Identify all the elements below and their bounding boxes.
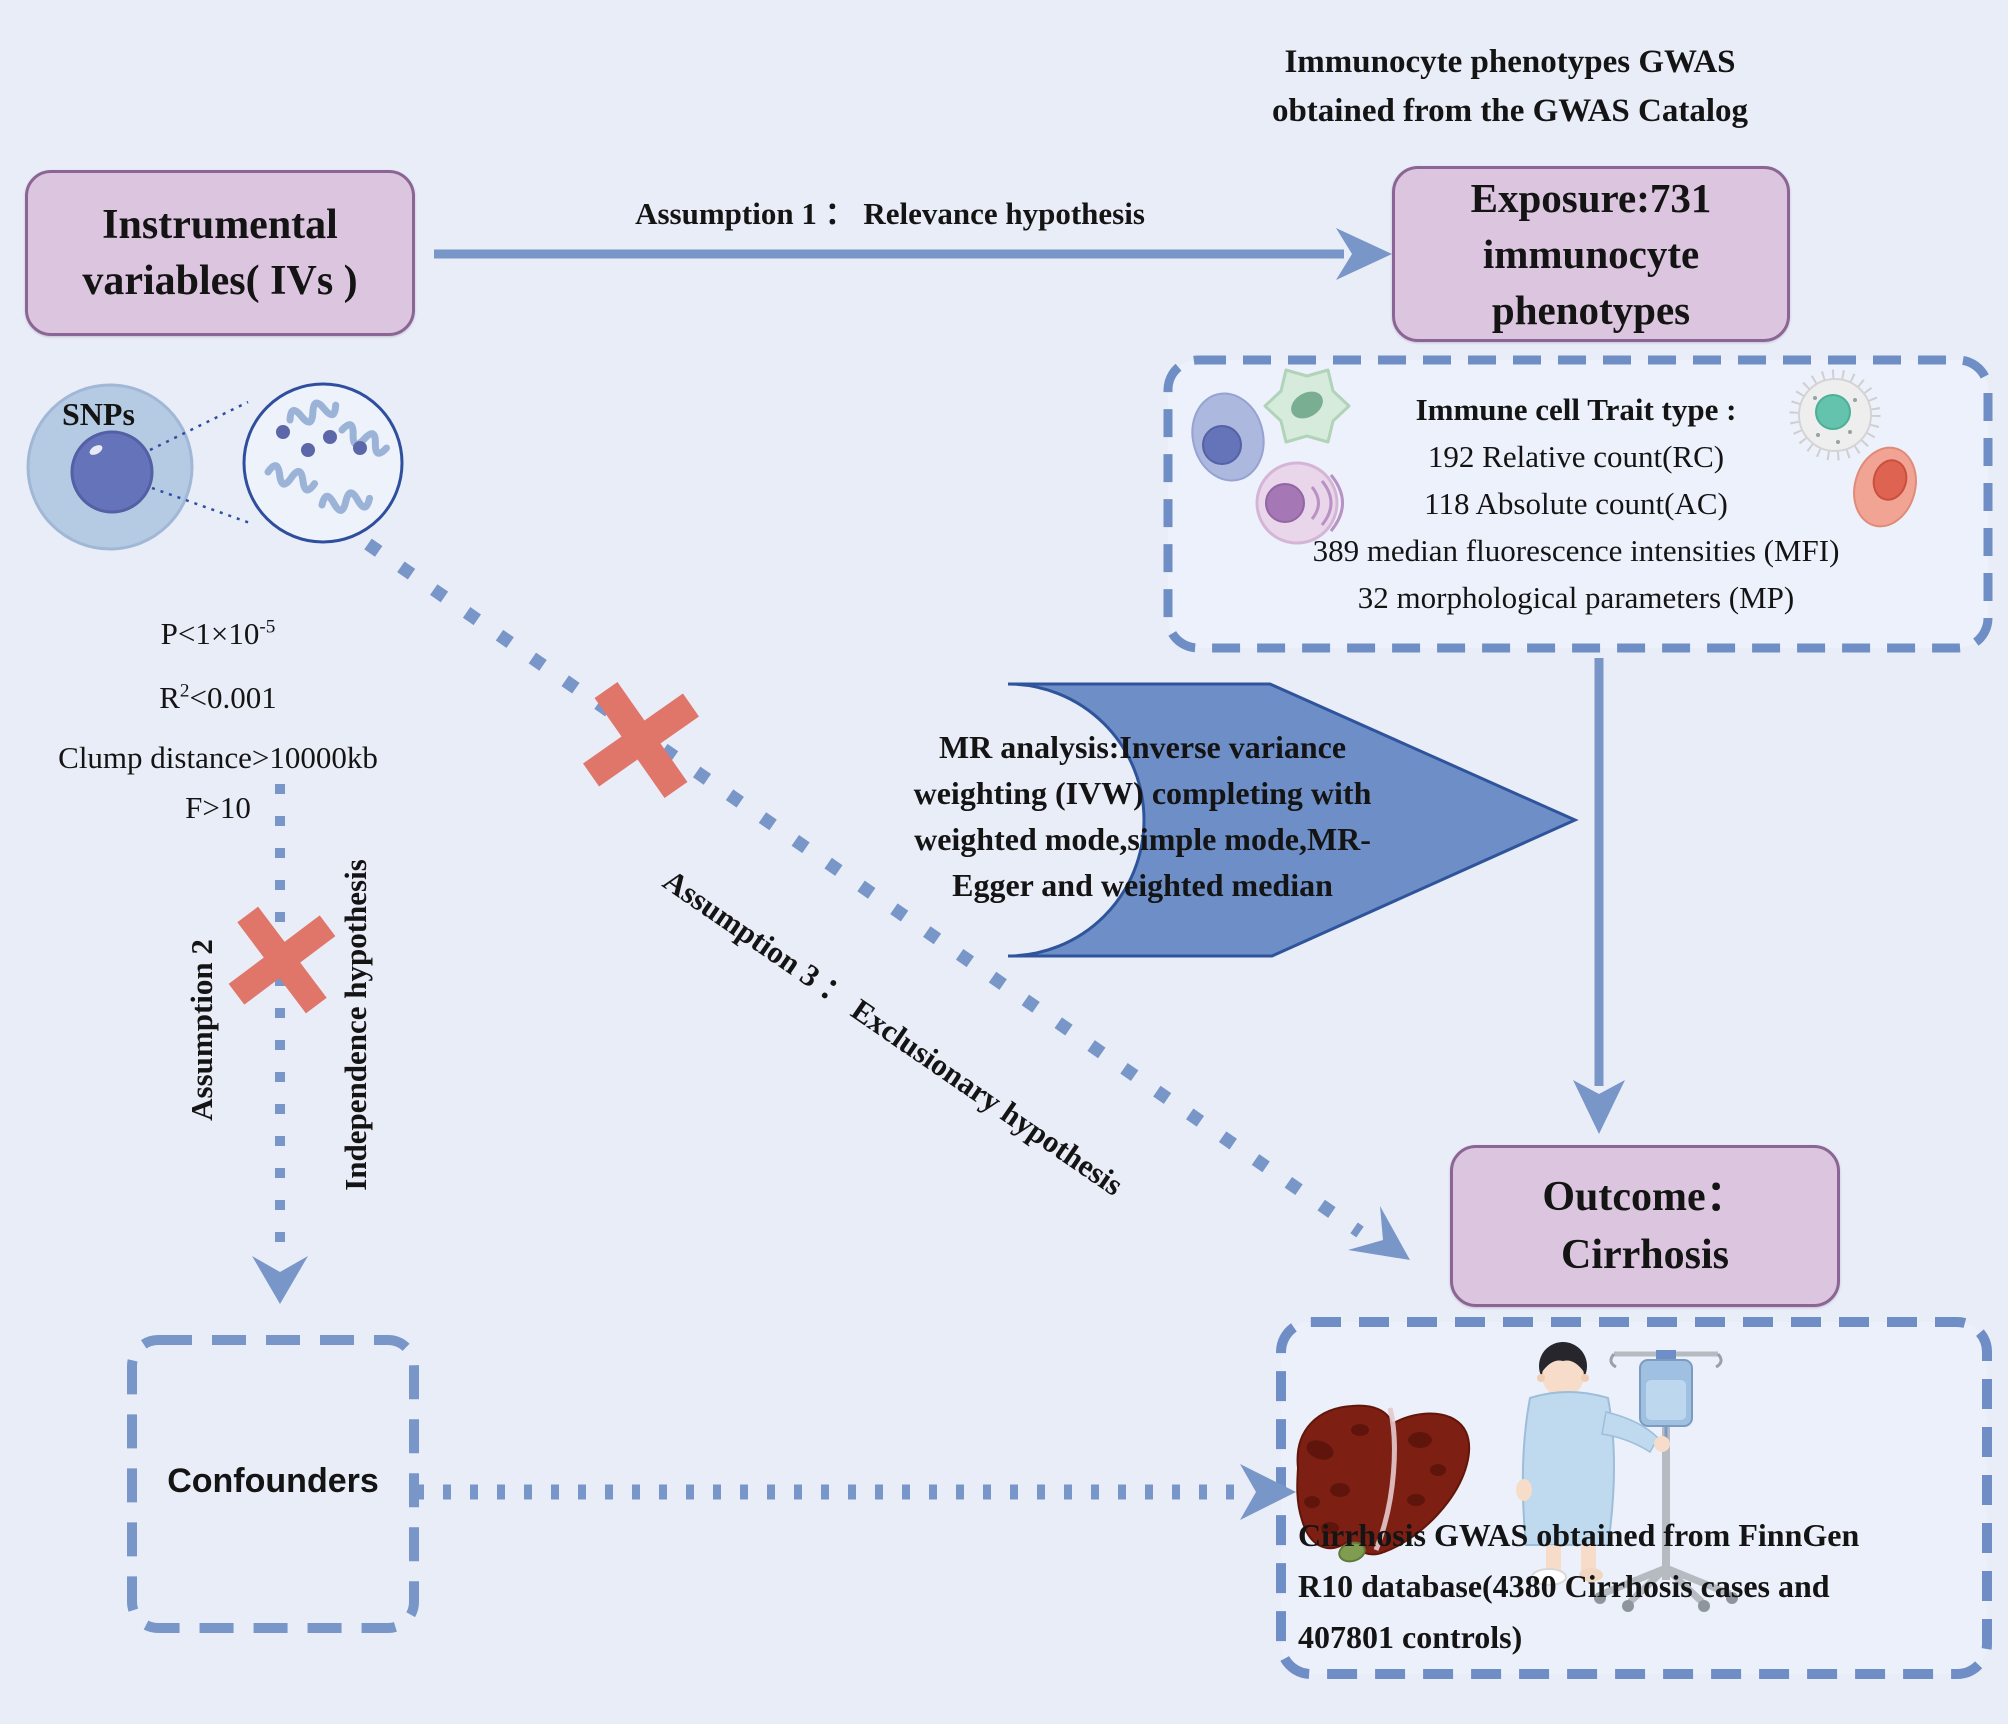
- dna-zoom-circle-icon: [149, 382, 404, 544]
- confounders-label: Confounders: [167, 1462, 379, 1500]
- exposure-box: Exposure:731 immunocyte phenotypes: [1392, 166, 1790, 342]
- trait-item-mp: 32 morphological parameters (MP): [1357, 580, 1795, 615]
- cell-violet-icon: [1255, 461, 1344, 545]
- criteria-clump: Clump distance>10000kb: [58, 740, 378, 775]
- confounder-dotted-arrow: [416, 1464, 1296, 1520]
- macrophage-green-icon: [1263, 368, 1351, 444]
- assumption2-label: Assumption 2: [184, 939, 219, 1121]
- finngen-line3: 407801 controls): [1298, 1619, 1523, 1655]
- mr-analysis-text: MR analysis:Inverse variance weighting (…: [905, 724, 1380, 908]
- criteria-r2: R2<0.001: [0, 680, 436, 716]
- independence-dotted-arrow: [252, 784, 308, 1304]
- iv-box-line2: variables( IVs ): [82, 258, 358, 304]
- outcome-box-line2: Cirrhosis: [1561, 1232, 1729, 1278]
- exclusion-cross-icon: [583, 682, 699, 798]
- criteria-r-base: R: [159, 680, 180, 715]
- lymphocyte-blue-icon: [1191, 392, 1265, 482]
- snp-cell-icon: [26, 383, 194, 551]
- finngen-dashed-box: [1276, 1317, 1992, 1679]
- independence-hypothesis-label: Independence hypothesis: [338, 859, 373, 1191]
- liver-icon: [1296, 1404, 1471, 1563]
- red-cell-icon: [1853, 446, 1917, 528]
- iv-box-line1: Instrumental: [102, 202, 338, 248]
- confounders-dashed-box: [127, 1335, 419, 1633]
- exposure-to-outcome-arrow: [1573, 658, 1625, 1134]
- relevance-arrow: [434, 228, 1392, 280]
- gwas-catalog-title-line1: Immunocyte phenotypes GWAS: [1284, 44, 1736, 80]
- trait-box-text: Immune cell Trait type : 192 Relative co…: [1172, 386, 1980, 621]
- instrumental-variables-box: Instrumental variables( IVs ): [25, 170, 415, 336]
- criteria-r-exponent: 2: [179, 680, 190, 702]
- outcome-box-line1: Outcome：: [1542, 1174, 1748, 1220]
- nk-cell-gray-icon: [1789, 369, 1881, 461]
- mr-analysis-line3: weighted mode,simple mode,MR-: [914, 821, 1371, 857]
- exposure-box-line1: Exposure:731: [1470, 175, 1712, 221]
- trait-dashed-box: [1163, 355, 1993, 653]
- independence-cross-icon: [228, 906, 336, 1014]
- mr-analysis-line1: MR analysis:Inverse variance: [938, 729, 1347, 765]
- exposure-box-line2: immunocyte: [1482, 231, 1700, 277]
- criteria-p-exponent: -5: [259, 616, 276, 638]
- trait-item-mfi: 389 median fluorescence intensities (MFI…: [1312, 533, 1840, 568]
- finngen-source-text: Cirrhosis GWAS obtained from FinnGen R10…: [1298, 1510, 1974, 1663]
- exclusion-dotted-arrow: [364, 538, 1410, 1260]
- mr-analysis-line2: weighting (IVW) completing with: [913, 775, 1372, 811]
- mr-analysis-line4: Egger and weighted median: [952, 867, 1333, 903]
- trait-item-ac: 118 Absolute count(AC): [1424, 486, 1728, 521]
- gwas-catalog-title: Immunocyte phenotypes GWAS obtained from…: [1230, 38, 1790, 136]
- criteria-p-value: P<1×10-5: [0, 616, 436, 652]
- criteria-p-base: P<1×10: [160, 616, 260, 651]
- outcome-box: Outcome： Cirrhosis: [1450, 1145, 1840, 1307]
- patient-icon: [1516, 1342, 1738, 1612]
- gwas-catalog-title-line2: obtained from the GWAS Catalog: [1271, 93, 1749, 129]
- assumption1-label: Assumption 1 ： Relevance hypothesis: [635, 196, 1145, 231]
- finngen-line2: R10 database(4380 Cirrhosis cases and: [1298, 1568, 1830, 1604]
- finngen-line1: Cirrhosis GWAS obtained from FinnGen: [1298, 1517, 1860, 1553]
- trait-box-title: Immune cell Trait type :: [1415, 392, 1737, 427]
- snps-label: SNPs: [62, 396, 135, 432]
- criteria-r-threshold: <0.001: [189, 680, 277, 715]
- exposure-box-line3: phenotypes: [1491, 287, 1691, 333]
- criteria-f-statistic: F>10: [185, 790, 251, 825]
- trait-item-rc: 192 Relative count(RC): [1427, 439, 1725, 474]
- mr-analysis-pentagon: [1007, 682, 1579, 958]
